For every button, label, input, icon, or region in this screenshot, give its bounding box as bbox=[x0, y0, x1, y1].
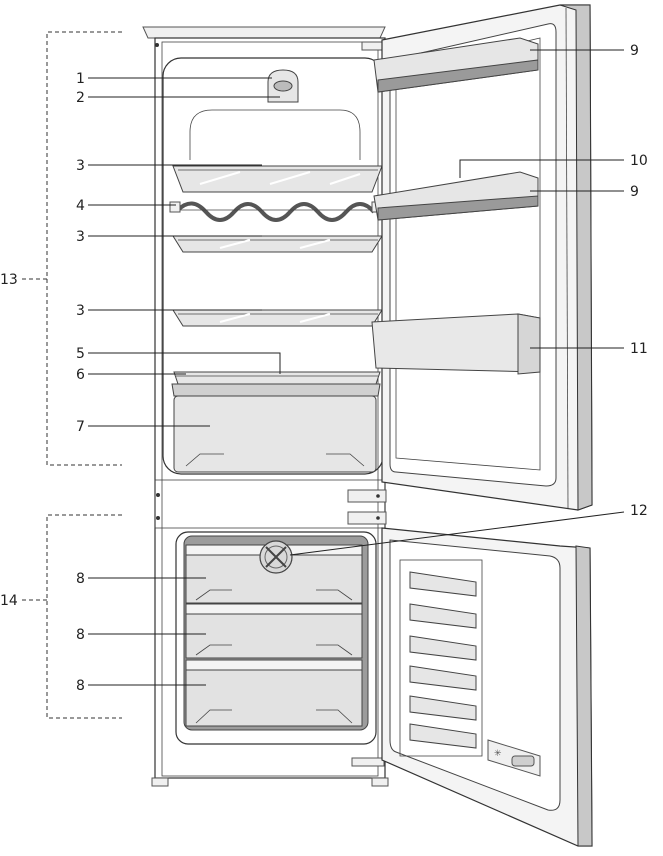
fan-icon bbox=[259, 540, 293, 574]
door-bin-top bbox=[373, 37, 539, 93]
callout-13: 13 bbox=[0, 272, 18, 288]
callout-8-bottom: 8 bbox=[76, 678, 85, 694]
bracket-14 bbox=[22, 514, 122, 719]
callout-9-top: 9 bbox=[630, 43, 639, 59]
callout-10: 10 bbox=[630, 153, 648, 169]
bracket-13 bbox=[22, 31, 122, 466]
callout-8-middle: 8 bbox=[76, 627, 85, 643]
door-bottle-bin bbox=[371, 313, 541, 375]
callout-12: 12 bbox=[630, 503, 648, 519]
svg-text:✳: ✳ bbox=[494, 749, 502, 759]
callout-1: 1 bbox=[76, 71, 85, 87]
glass-shelf-middle bbox=[172, 235, 383, 253]
callout-7: 7 bbox=[76, 419, 85, 435]
glass-shelf-top bbox=[172, 165, 383, 193]
callout-2: 2 bbox=[76, 90, 85, 106]
crisper-cover bbox=[173, 371, 381, 385]
thermostat-light-icon bbox=[267, 69, 299, 103]
glass-shelf-lower bbox=[172, 309, 383, 327]
freezer-control-panel: ✳ bbox=[487, 739, 541, 777]
freezer-door: ✳ bbox=[381, 527, 593, 847]
fridge-door bbox=[371, 4, 593, 511]
leader-lines bbox=[88, 49, 625, 686]
callout-labels: 1 2 3 4 3 3 5 6 7 8 8 8 9 10 9 11 12 13 … bbox=[0, 43, 648, 694]
crisper-drawer bbox=[171, 383, 381, 473]
freezer-door-racks bbox=[409, 571, 477, 749]
callout-8-top: 8 bbox=[76, 571, 85, 587]
fridge-internals bbox=[169, 69, 383, 473]
callout-3-lower: 3 bbox=[76, 303, 85, 319]
callout-14: 14 bbox=[0, 593, 18, 609]
callout-3-top: 3 bbox=[76, 158, 85, 174]
freezer-drawer-2 bbox=[185, 603, 363, 659]
callout-9-middle: 9 bbox=[630, 184, 639, 200]
callout-6: 6 bbox=[76, 367, 85, 383]
freezer-internals bbox=[175, 531, 377, 745]
bottle-rack bbox=[169, 201, 383, 222]
freezer-drawer-3 bbox=[185, 659, 363, 727]
cabinet-body bbox=[142, 26, 389, 787]
callout-4: 4 bbox=[76, 198, 85, 214]
door-bin-middle bbox=[373, 171, 539, 221]
callout-5: 5 bbox=[76, 346, 85, 362]
callout-3-middle: 3 bbox=[76, 229, 85, 245]
callout-11: 11 bbox=[630, 341, 648, 357]
